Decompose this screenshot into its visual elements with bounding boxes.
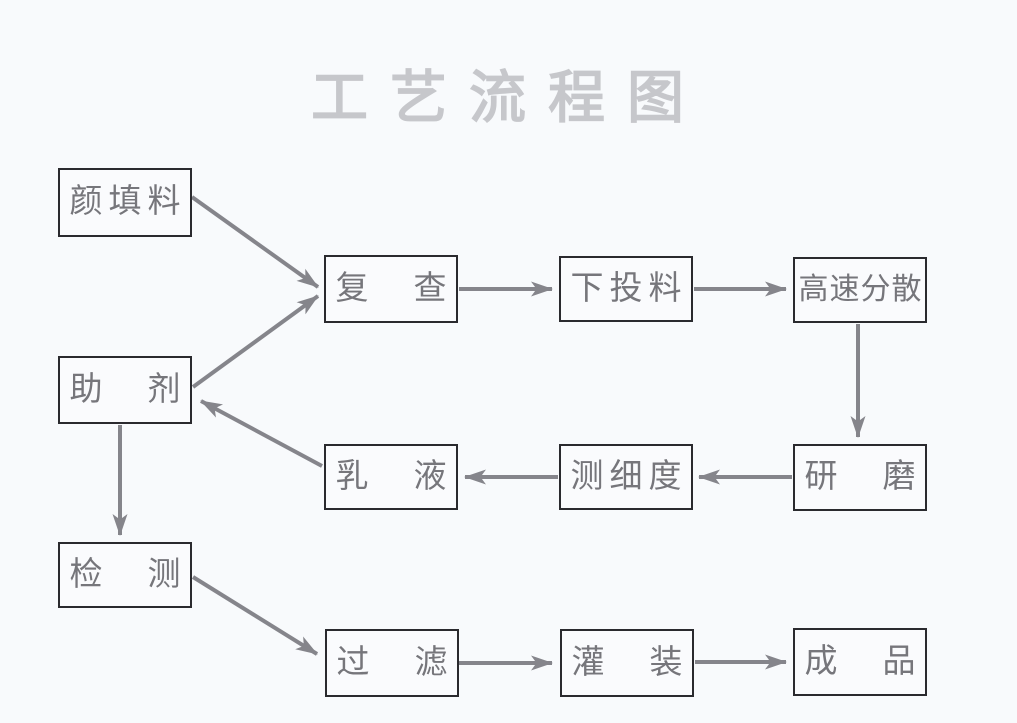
node-finished-product: 成 品 [793, 628, 927, 696]
node-filtering-label: 过 滤 [336, 644, 454, 681]
arrow-emulsion-to-additive [200, 399, 323, 468]
node-filtering: 过 滤 [325, 629, 459, 697]
node-inspection: 检 测 [58, 542, 192, 608]
node-pigment-filler-label: 颜填料 [69, 184, 187, 220]
node-recheck-label: 复 查 [335, 270, 453, 307]
node-feed-material-label: 下投料 [570, 270, 688, 307]
node-finished-product-label: 成 品 [804, 643, 922, 680]
node-additive-label: 助 剂 [69, 371, 187, 408]
node-additive: 助 剂 [58, 356, 192, 424]
node-inspection-label: 检 测 [69, 556, 187, 593]
node-pigment-filler: 颜填料 [58, 168, 192, 237]
node-grinding-label: 研 磨 [804, 459, 922, 495]
node-fineness-test: 测细度 [559, 444, 693, 510]
arrow-additive-to-recheck [191, 294, 320, 389]
node-filling-label: 灌 装 [571, 644, 689, 681]
arrow-inspection-to-filtering [191, 575, 319, 656]
node-high-speed-dispersion: 高速分散 [793, 257, 927, 323]
node-grinding: 研 磨 [793, 444, 927, 511]
node-fineness-test-label: 测细度 [570, 458, 688, 495]
node-emulsion-label: 乳 液 [335, 458, 453, 495]
node-feed-material: 下投料 [559, 256, 693, 322]
node-recheck: 复 查 [324, 255, 458, 323]
diagram-title: 工艺流程图 [311, 67, 706, 130]
node-high-speed-dispersion-label: 高速分散 [798, 273, 923, 306]
node-emulsion: 乳 液 [324, 444, 458, 510]
arrow-pigment-filler-to-recheck [190, 195, 320, 289]
node-filling: 灌 装 [560, 629, 694, 697]
